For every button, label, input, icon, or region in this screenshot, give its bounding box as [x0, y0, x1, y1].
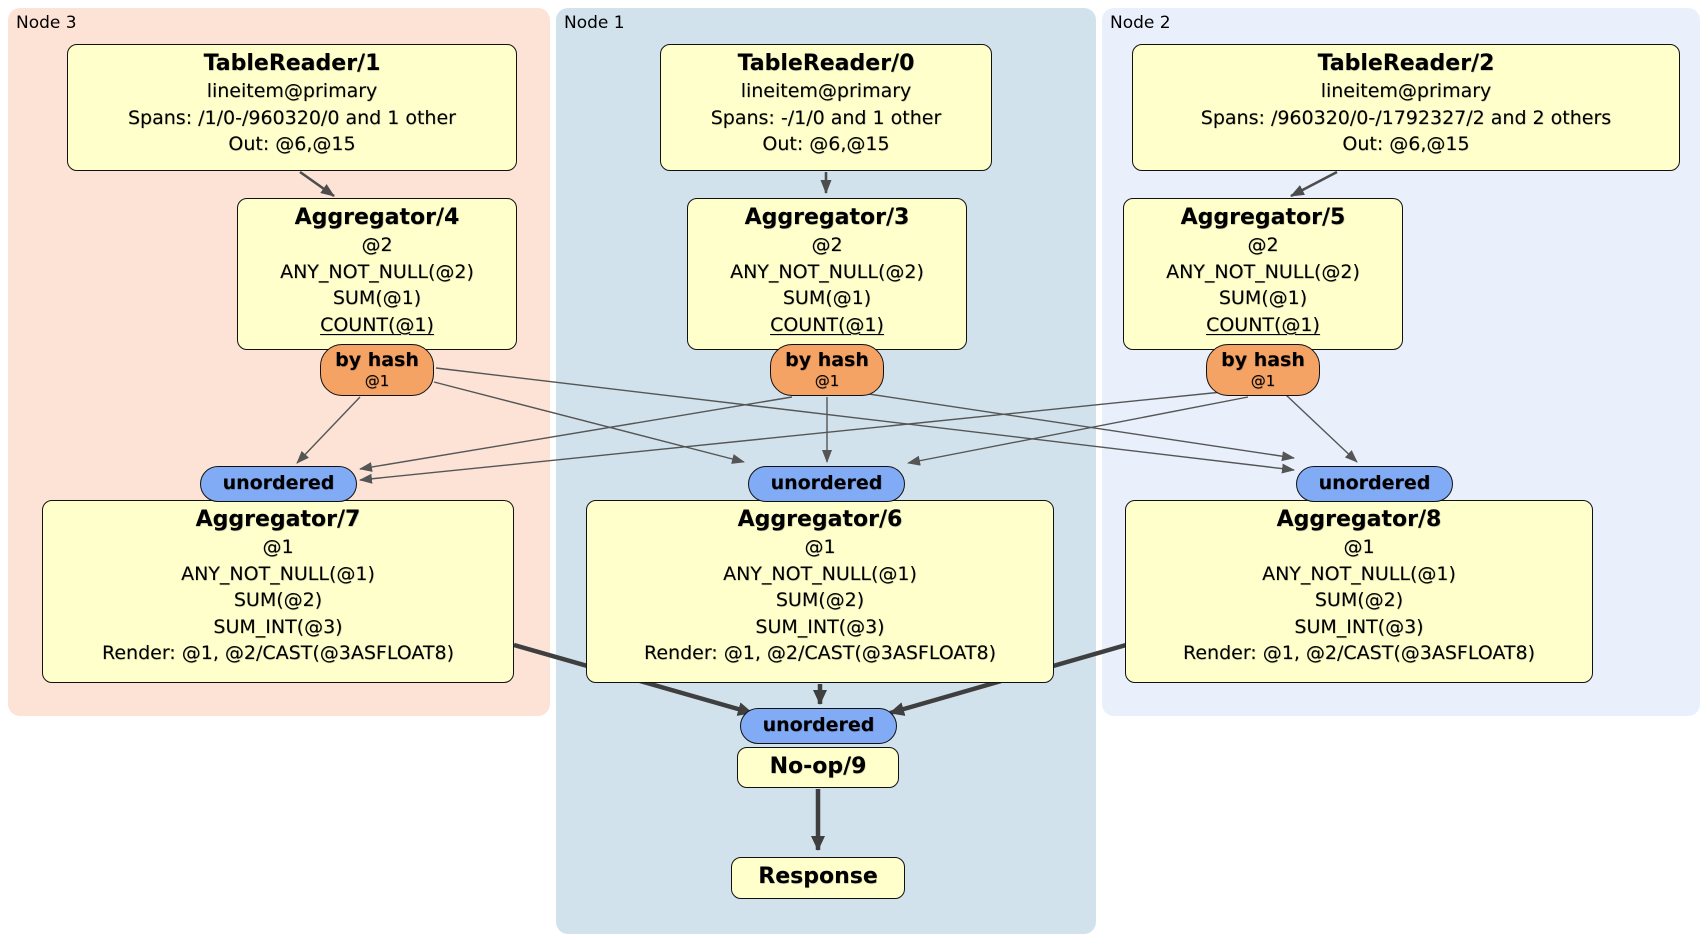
box-line: SUM(@1): [1218, 287, 1308, 309]
box-line: @2: [811, 234, 843, 256]
node3-label: Node 3: [16, 13, 77, 33]
box-line: ANY_NOT_NULL(@1): [723, 562, 917, 585]
edge-tr1-agg4: [299, 170, 335, 198]
box-title: TableReader/0: [737, 51, 915, 76]
box-title: TableReader/2: [1317, 51, 1495, 76]
box-line: Spans: /960320/0-/1792327/2 and 2 others: [1200, 106, 1612, 129]
box-line: SUM(@2): [233, 589, 323, 611]
edge-hash5-un1: [907, 396, 1249, 466]
unordered-sync-node1: unordered: [748, 466, 905, 502]
tablereader-1-box: TableReader/1 lineitem@primary Spans: /1…: [67, 44, 517, 171]
edge-hash4-un2: [435, 367, 1295, 474]
edge-hash4-un3: [296, 396, 361, 464]
box-line: COUNT(@1): [320, 313, 434, 336]
unordered-sync-node2: unordered: [1296, 466, 1453, 502]
box-title: Aggregator/3: [744, 205, 910, 230]
box-line: Render: @1, @2/CAST(@3ASFLOAT8): [644, 642, 996, 664]
unordered-sync-final: unordered: [740, 708, 897, 744]
box-line: ANY_NOT_NULL(@2): [1166, 260, 1360, 283]
box-title: Aggregator/4: [294, 205, 460, 230]
box-line: SUM_INT(@3): [213, 615, 343, 638]
hash-router-key: @1: [814, 372, 840, 390]
edge-hash3-un3: [359, 396, 793, 472]
box-line: @2: [1247, 234, 1279, 256]
box-line: lineitem@primary: [740, 80, 912, 102]
box-line: lineitem@primary: [206, 80, 378, 102]
box-line: ANY_NOT_NULL(@2): [280, 260, 474, 283]
box-line: SUM(@2): [1314, 589, 1404, 611]
noop-box: No-op/9: [737, 747, 899, 788]
aggregator-8-box: Aggregator/8 @1 ANY_NOT_NULL(@1) SUM(@2)…: [1125, 500, 1593, 683]
unordered-sync-node3: unordered: [200, 466, 357, 502]
box-title: Aggregator/6: [737, 507, 903, 532]
box-line: ANY_NOT_NULL(@1): [1262, 562, 1456, 585]
box-line: SUM_INT(@3): [755, 615, 885, 638]
hash-router-label: by hash: [335, 349, 419, 371]
box-line: SUM(@2): [775, 589, 865, 611]
aggregator-4-box: Aggregator/4 @2 ANY_NOT_NULL(@2) SUM(@1)…: [237, 198, 517, 350]
box-line: @1: [804, 536, 836, 558]
edge-tr2-agg5: [1290, 170, 1338, 198]
edge-hash4-un1: [433, 381, 745, 464]
box-line: Out: @6,@15: [1342, 133, 1470, 155]
box-line: Spans: -/1/0 and 1 other: [710, 106, 942, 129]
box-title: Aggregator/5: [1180, 205, 1346, 230]
box-line: @2: [361, 234, 393, 256]
box-line: SUM(@1): [332, 287, 422, 309]
aggregator-3-box: Aggregator/3 @2 ANY_NOT_NULL(@2) SUM(@1)…: [687, 198, 967, 350]
box-title: TableReader/1: [203, 51, 381, 76]
edge-hash5-un3: [359, 390, 1233, 484]
node2-label: Node 2: [1110, 13, 1171, 33]
box-line: Out: @6,@15: [762, 133, 890, 155]
box-line: SUM_INT(@3): [1294, 615, 1424, 638]
box-line: lineitem@primary: [1320, 80, 1492, 102]
hash-router-key: @1: [1250, 372, 1276, 390]
edge-hash3-un2: [861, 392, 1295, 462]
hash-router-label: by hash: [785, 349, 869, 371]
box-title: Response: [758, 864, 878, 889]
node1-label: Node 1: [564, 13, 625, 33]
box-line: ANY_NOT_NULL(@1): [181, 562, 375, 585]
tablereader-0-box: TableReader/0 lineitem@primary Spans: -/…: [660, 44, 992, 171]
box-line: Out: @6,@15: [228, 133, 356, 155]
box-line: @1: [262, 536, 294, 558]
hash-router-3: by hash @1: [770, 344, 884, 396]
box-line: COUNT(@1): [1206, 313, 1320, 336]
hash-router-5: by hash @1: [1206, 344, 1320, 396]
box-line: COUNT(@1): [770, 313, 884, 336]
box-line: @1: [1343, 536, 1375, 558]
box-title: No-op/9: [769, 754, 867, 779]
box-title: Aggregator/7: [195, 507, 361, 532]
response-box: Response: [731, 857, 905, 899]
tablereader-2-box: TableReader/2 lineitem@primary Spans: /9…: [1132, 44, 1680, 171]
hash-router-4: by hash @1: [320, 344, 434, 396]
aggregator-5-box: Aggregator/5 @2 ANY_NOT_NULL(@2) SUM(@1)…: [1123, 198, 1403, 350]
box-title: Aggregator/8: [1276, 507, 1442, 532]
edge-hash5-un2: [1284, 393, 1358, 463]
box-line: Render: @1, @2/CAST(@3ASFLOAT8): [1183, 642, 1535, 664]
hash-router-label: by hash: [1221, 349, 1305, 371]
aggregator-7-box: Aggregator/7 @1 ANY_NOT_NULL(@1) SUM(@2)…: [42, 500, 514, 683]
box-line: Render: @1, @2/CAST(@3ASFLOAT8): [102, 642, 454, 664]
aggregator-6-box: Aggregator/6 @1 ANY_NOT_NULL(@1) SUM(@2)…: [586, 500, 1054, 683]
box-line: ANY_NOT_NULL(@2): [730, 260, 924, 283]
box-line: Spans: /1/0-/960320/0 and 1 other: [128, 106, 456, 129]
box-line: SUM(@1): [782, 287, 872, 309]
hash-router-key: @1: [364, 372, 390, 390]
